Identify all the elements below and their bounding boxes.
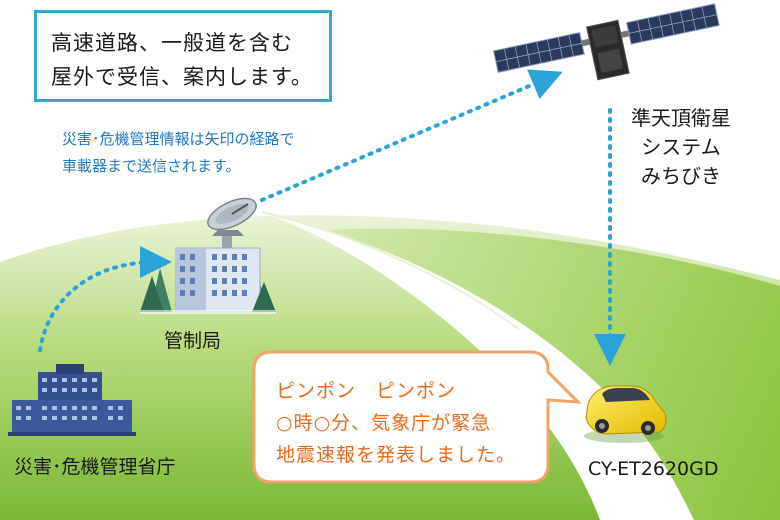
device-label: CY-ET2620GD xyxy=(588,458,719,480)
parabolic-antenna-icon xyxy=(207,197,257,248)
arrow-antenna-to-satellite xyxy=(260,69,563,202)
info-text: 災害･危機管理情報は矢印の経路で 車載器まで送信されます。 xyxy=(62,126,295,180)
speech-bubble-shape xyxy=(252,350,582,484)
info-text-line-1: 災害･危機管理情報は矢印の経路で xyxy=(62,130,295,148)
top-box-line-1: 高速道路、一般道を含む xyxy=(51,31,293,55)
car-icon xyxy=(584,385,667,443)
satellite-label: 準天頂衛星 システム みちびき xyxy=(616,104,746,191)
satellite-icon xyxy=(492,3,720,81)
bubble-line-2: ○時○分、気象庁が緊急 xyxy=(276,412,492,434)
info-text-line-2: 車載器まで送信されます。 xyxy=(62,157,241,175)
bubble-line-3: 地震速報を発表しました。 xyxy=(276,444,517,466)
satellite-label-line-3: みちびき xyxy=(641,164,721,188)
government-building-icon xyxy=(8,364,136,436)
satellite-label-line-2: システム xyxy=(641,135,721,159)
arrow-disaster-to-control xyxy=(38,246,172,352)
top-text-box: 高速道路、一般道を含む 屋外で受信、案内します。 xyxy=(34,10,332,102)
control-building-icon xyxy=(140,247,276,314)
road xyxy=(262,212,694,520)
control-station-label: 管制局 xyxy=(164,330,222,352)
disaster-office-label: 災害･危機管理省庁 xyxy=(14,456,176,478)
top-box-line-2: 屋外で受信、案内します。 xyxy=(51,65,313,89)
satellite-label-line-1: 準天頂衛星 xyxy=(631,106,731,130)
bubble-line-1: ピンポン ピンポン xyxy=(276,380,457,402)
